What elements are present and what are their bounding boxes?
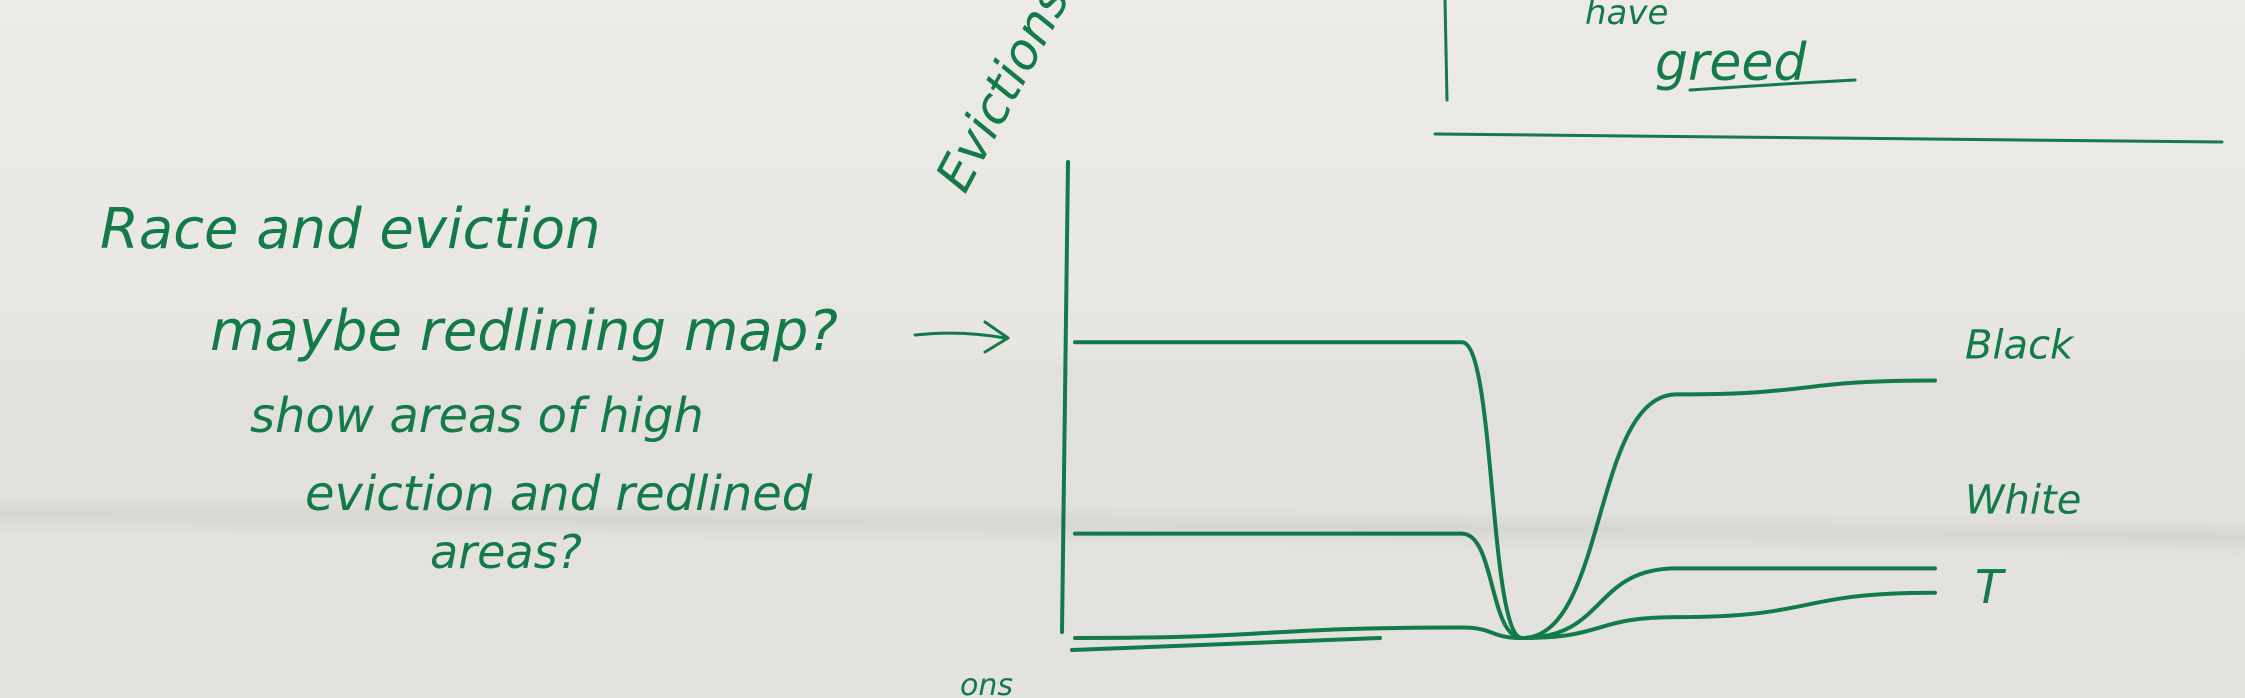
chart-x-axis-stroke bbox=[1070, 636, 1382, 652]
chart-y-axis bbox=[1060, 160, 1070, 634]
note-line-5: areas? bbox=[430, 525, 582, 579]
note-line-3: show areas of high bbox=[250, 388, 704, 444]
series-line-black bbox=[1073, 340, 1937, 640]
chart-ylabel: Evictions bbox=[924, 0, 1081, 201]
top-right-axis-vertical bbox=[1443, 0, 1449, 102]
note-line-4: eviction and redlined bbox=[305, 466, 813, 522]
greed-underline bbox=[1688, 78, 1857, 92]
note-line-2: maybe redlining map? bbox=[210, 299, 838, 364]
cutoff-text-fragment: ons bbox=[960, 668, 1013, 698]
note-line-1: Race and eviction bbox=[100, 197, 601, 262]
series-label-white: White bbox=[1965, 477, 2081, 523]
series-label-black: Black bbox=[1965, 322, 2075, 368]
top-right-partial-text: have bbox=[1585, 0, 1668, 33]
series-line-white bbox=[1073, 531, 1937, 640]
series-layer bbox=[1073, 340, 1937, 640]
arrow-right-icon bbox=[913, 320, 1010, 354]
series-line-t bbox=[1073, 590, 1937, 640]
series-label-t: T bbox=[1975, 560, 2007, 614]
top-right-axis-horizontal bbox=[1433, 132, 2224, 144]
